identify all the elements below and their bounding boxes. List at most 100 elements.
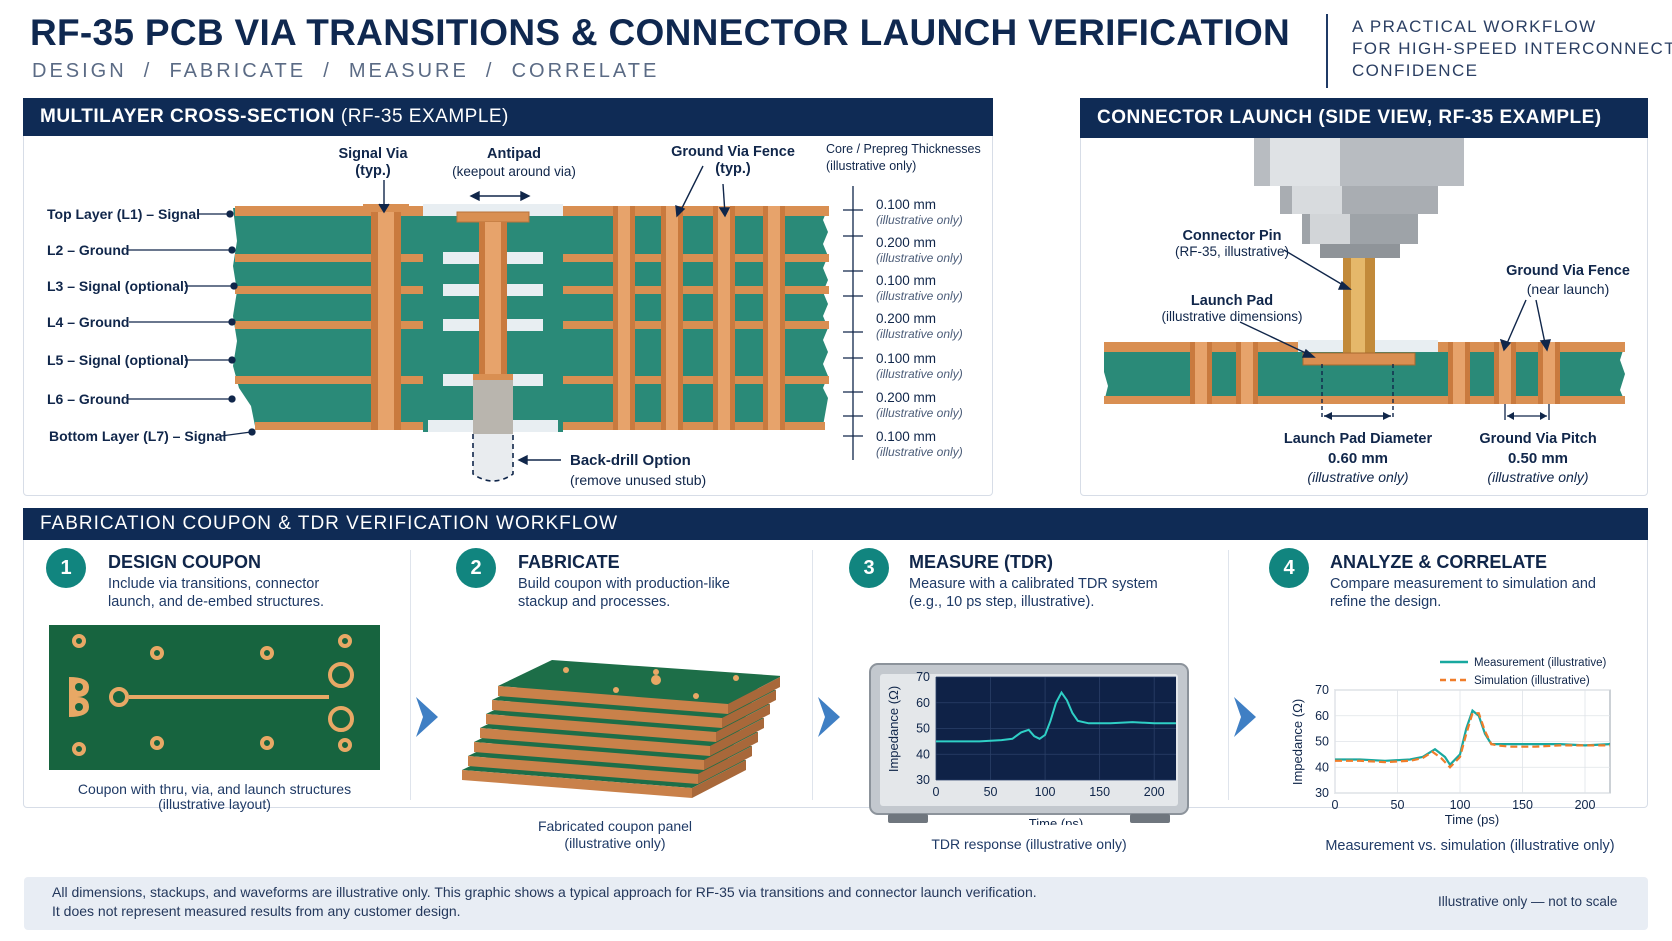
legend-label-measurement: Measurement (illustrative) [1474, 657, 1606, 669]
connector-launch-header: CONNECTOR LAUNCH (SIDE VIEW, RF-35 EXAMP… [1080, 98, 1648, 138]
connector-launch-title: CONNECTOR LAUNCH (SIDE VIEW, RF-35 EXAMP… [1097, 107, 1602, 128]
thickness-note: (illustrative only) [876, 213, 963, 227]
pcb-stackup [233, 204, 829, 432]
y-tick-label: 40 [1315, 760, 1329, 774]
workflow-header: FABRICATION COUPON & TDR VERIFICATION WO… [23, 508, 1648, 540]
corr-series-simulation [1335, 712, 1610, 769]
thickness-value: 0.100 mm [876, 429, 936, 444]
layer-leaders [127, 210, 256, 437]
corr-ylabel: Impedance (Ω) [1290, 699, 1305, 785]
design-coupon-image [49, 625, 380, 770]
antipad-sublabel: (keepout around via) [452, 164, 576, 179]
corr-series-measurement [1335, 708, 1611, 767]
x-tick-label: 200 [1144, 785, 1165, 799]
thickness-note: (illustrative only) [876, 289, 963, 303]
x-tick-label: 50 [1391, 798, 1405, 812]
via-pitch-value: 0.50 mm [1508, 450, 1568, 467]
tagline-line-1: A PRACTICAL WORKFLOW [1352, 17, 1597, 36]
step-1-desc: Include via transitions, connector launc… [108, 576, 325, 610]
antipad-via [456, 211, 530, 482]
y-tick-label: 60 [916, 696, 930, 710]
page-title: RF-35 PCB VIA TRANSITIONS & CONNECTOR LA… [30, 12, 1291, 53]
x-tick-label: 100 [1035, 785, 1056, 799]
thickness-value: 0.100 mm [876, 197, 936, 212]
step-2-title: FABRICATE [518, 552, 620, 572]
backdrill-label: Back-drill Option [570, 452, 691, 469]
y-tick-label: 30 [916, 773, 930, 787]
layer-label-1: Top Layer (L1) – Signal [47, 206, 200, 222]
layer-label-6: L6 – Ground [47, 391, 129, 407]
cross-section-title: MULTILAYER CROSS-SECTION [40, 106, 335, 127]
x-tick-label: 150 [1089, 785, 1110, 799]
tdr-series-line [936, 690, 1176, 743]
connector-pin-label: Connector Pin [1182, 228, 1281, 244]
layer-label-4: L4 – Ground [47, 314, 129, 330]
launch-pad-sublabel: (illustrative dimensions) [1161, 309, 1302, 324]
connector-pin-sublabel: (RF-35, illustrative) [1175, 244, 1289, 259]
thickness-value: 0.200 mm [876, 235, 936, 250]
footer-note [24, 877, 1648, 930]
x-tick-label: 100 [1450, 798, 1471, 812]
step-2-number: 2 [456, 548, 496, 588]
tdr-xlabel: Time (ps) [1029, 816, 1083, 825]
x-tick-label: 0 [933, 785, 940, 799]
pad-diameter-label: Launch Pad Diameter [1284, 431, 1433, 447]
y-tick-label: 60 [1315, 709, 1329, 723]
thickness-value: 0.200 mm [876, 311, 936, 326]
signal-via-sublabel: (typ.) [355, 163, 391, 179]
ground-fence-label: Ground Via Fence [671, 144, 795, 160]
cross-section-title-suffix: (RF-35 EXAMPLE) [340, 106, 509, 127]
y-tick-label: 30 [1315, 786, 1329, 800]
layer-label-5: L5 – Signal (optional) [47, 352, 189, 368]
step-4-number: 4 [1269, 548, 1309, 588]
thickness-note: (illustrative only) [876, 367, 963, 381]
workflow-arrow-icon [818, 697, 840, 737]
callout-leaders [378, 165, 731, 466]
fabricated-panel-image [462, 660, 780, 798]
workflow-arrow-icon [416, 697, 438, 737]
step-4-caption: Measurement vs. simulation (illustrative… [1325, 838, 1615, 854]
page-subtitle: DESIGN / FABRICATE / MEASURE / CORRELATE [32, 60, 660, 82]
thickness-value: 0.100 mm [876, 351, 936, 366]
thickness-note: (illustrative only) [876, 327, 963, 341]
thickness-values: 0.100 mm (illustrative only) 0.200 mm (i… [876, 197, 963, 459]
connector-pin [1302, 258, 1416, 366]
step-1-number: 1 [46, 548, 86, 588]
cross-section-header: MULTILAYER CROSS-SECTION (RF-35 EXAMPLE) [23, 98, 993, 136]
step-4-title: ANALYZE & CORRELATE [1330, 552, 1548, 572]
thickness-note: (illustrative only) [876, 406, 963, 420]
thickness-value: 0.100 mm [876, 273, 936, 288]
y-tick-label: 70 [916, 670, 930, 684]
thickness-note: (illustrative only) [876, 251, 963, 265]
step-1-caption-line-2: (illustrative layout) [158, 796, 271, 812]
corr-legend: Measurement (illustrative) Simulation (i… [1440, 657, 1606, 687]
workflow-title: FABRICATION COUPON & TDR VERIFICATION WO… [40, 513, 619, 534]
footer-line-1: All dimensions, stackups, and waveforms … [52, 884, 1037, 900]
tdr-ylabel: Impedance (Ω) [886, 686, 901, 772]
pad-diameter-value: 0.60 mm [1328, 450, 1388, 467]
step-2-desc: Build coupon with production-like stacku… [518, 576, 730, 610]
launch-leaders [1239, 249, 1551, 358]
thickness-title: Core / Prepreg Thicknesses [826, 142, 981, 156]
footer-badge: Illustrative only — not to scale [1438, 894, 1618, 909]
connector-launch-diagram: Connector Pin (RF-35, illustrative) Laun… [1104, 138, 1630, 485]
connector-body [1254, 138, 1464, 258]
y-tick-label: 70 [1315, 683, 1329, 697]
corr-xlabel: Time (ps) [1445, 812, 1499, 827]
antipad-label: Antipad [487, 146, 541, 162]
step-3-caption: TDR response (illustrative only) [931, 836, 1127, 852]
via-pitch-note: (illustrative only) [1487, 469, 1588, 485]
ground-fence-sublabel: (typ.) [715, 161, 751, 177]
layer-label-7: Bottom Layer (L7) – Signal [49, 428, 226, 444]
launch-fence-label: Ground Via Fence [1506, 263, 1630, 279]
layer-label-2: L2 – Ground [47, 242, 129, 258]
tagline-line-2: FOR HIGH-SPEED INTERCONNECT [1352, 39, 1672, 58]
y-tick-label: 50 [916, 722, 930, 736]
x-tick-label: 200 [1575, 798, 1596, 812]
step-1-title: DESIGN COUPON [108, 552, 262, 572]
step-divider [410, 550, 411, 800]
